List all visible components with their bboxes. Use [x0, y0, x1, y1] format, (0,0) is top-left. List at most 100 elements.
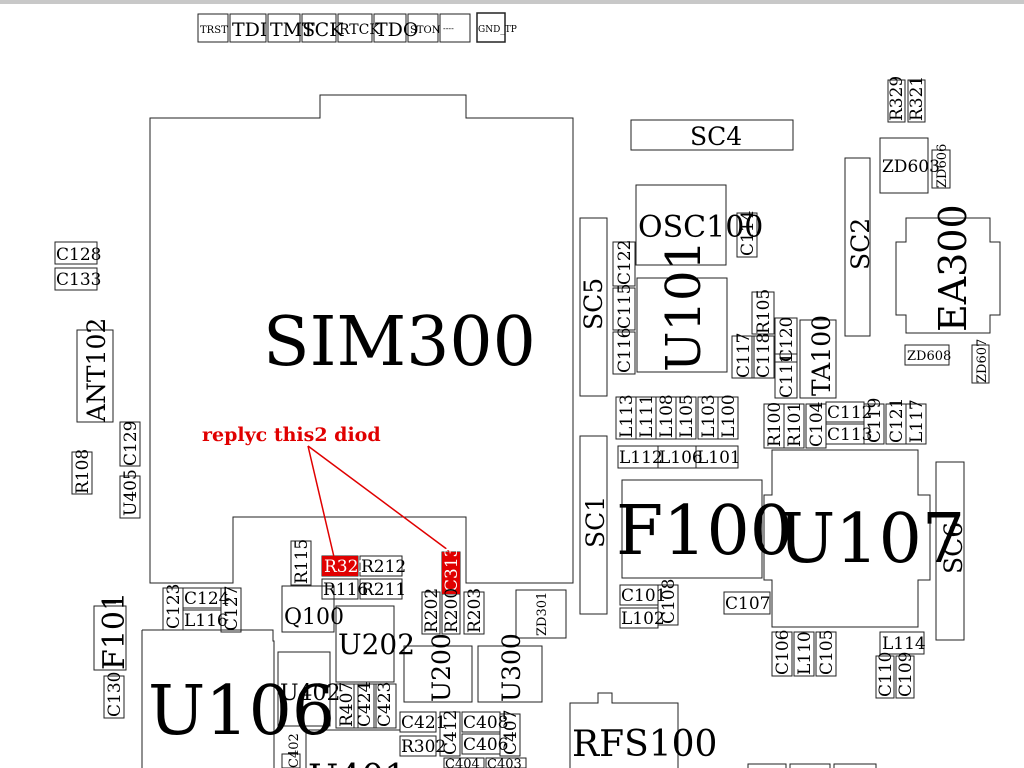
c129-label: C129 [121, 421, 141, 466]
r100-label: R100 [765, 402, 785, 447]
c117-label: C117 [734, 333, 754, 378]
c403-label: C403 [487, 757, 522, 768]
r329-label: R329 [887, 76, 907, 121]
zd607-box [971, 344, 990, 384]
c313-highlight [442, 552, 460, 594]
jtag-pads [197, 12, 506, 43]
r322-label: R322 [324, 557, 369, 577]
u107-label: U107 [778, 500, 965, 579]
r302-label: R302 [401, 737, 446, 757]
f101-outline [93, 602, 127, 671]
c424-label: C424 [355, 682, 375, 727]
r212-label: R212 [361, 557, 406, 577]
u101-label: U101 [656, 240, 712, 372]
rfs100-outline [569, 692, 679, 768]
ea300-label: EA300 [931, 204, 975, 332]
u300-label: U300 [497, 633, 526, 702]
jtag-unlabeled: ---- [443, 24, 454, 33]
c129-box [119, 421, 141, 467]
c114-label: C114 [738, 211, 758, 256]
l103-label: L103 [699, 394, 719, 438]
sc1-label: SC1 [581, 496, 610, 548]
ant102-box [76, 329, 114, 423]
r322-highlight [322, 556, 358, 576]
c128-box [54, 241, 98, 265]
r321-label: R321 [907, 76, 927, 121]
c122-label: C122 [615, 240, 635, 285]
l102-label: L102 [621, 609, 665, 629]
jtag-trst: TRST [200, 25, 228, 36]
l106-label: L106 [659, 448, 703, 468]
jtag-ston: STON [410, 25, 441, 36]
r321-box [907, 79, 926, 123]
c133-box [54, 267, 98, 291]
c412-label: C412 [441, 710, 461, 755]
zd603-box [879, 137, 929, 194]
u107-outline [763, 449, 931, 628]
l113-label: L113 [617, 394, 637, 438]
zd608-label: ZD608 [907, 349, 951, 364]
f100-box [621, 479, 763, 579]
u402-label: U402 [280, 681, 341, 706]
part-labels: C128 C133 C129 R108 C122 C115 C116 C114 … [56, 211, 927, 768]
c106-label: C106 [773, 630, 793, 675]
jtag-tms: TMS [270, 19, 315, 41]
c123-label: C123 [164, 584, 184, 629]
l116-label: L116 [184, 611, 228, 631]
u405-label: U405 [121, 469, 141, 516]
r101-label: R101 [785, 402, 805, 447]
l111-label: L111 [637, 394, 657, 438]
sc5-box [579, 217, 608, 397]
sc4-label: SC4 [690, 122, 742, 151]
sc1-box [579, 435, 608, 615]
c130-label: C130 [105, 672, 125, 717]
u401-label: U401 [308, 758, 407, 768]
r407-label: R407 [337, 682, 357, 727]
zd301-box [515, 589, 567, 639]
c112-label: C112 [827, 403, 872, 423]
sc2-box [844, 157, 871, 337]
r202-label: R202 [422, 588, 442, 633]
sim300-outline [149, 94, 574, 584]
window-top-border [0, 0, 1024, 4]
u202-box [335, 605, 395, 683]
u101-box [636, 277, 728, 373]
q100-label: Q100 [284, 605, 344, 630]
c119-label: C119 [865, 398, 885, 443]
ant102-label: ANT102 [82, 318, 111, 423]
r211-label: R211 [361, 580, 406, 600]
jtag-tck: TCK [302, 19, 344, 41]
annotation-arrow-left [307, 445, 335, 558]
l110-label: L110 [795, 631, 815, 675]
c104-label: C104 [807, 402, 827, 447]
c121-label: C121 [887, 398, 907, 443]
c406-label: C406 [463, 735, 508, 755]
u106-outline [141, 629, 275, 768]
sc2-label: SC2 [846, 218, 875, 270]
rfs100-label: RFS100 [572, 724, 717, 765]
u402-box [277, 651, 331, 727]
c109-label: C109 [896, 652, 916, 697]
annotation-arrow-right [307, 445, 453, 554]
c111-label: C111 [777, 353, 797, 398]
c402-label: C402 [287, 733, 302, 768]
zd301-label: ZD301 [535, 592, 550, 636]
zd606-label: ZD606 [935, 144, 950, 188]
ta100-box [799, 319, 837, 399]
r329-box [887, 79, 906, 123]
q100-box [281, 585, 335, 633]
l117-label: L117 [907, 399, 927, 443]
r105-label: R105 [754, 289, 774, 334]
c107-label: C107 [725, 594, 770, 614]
c101-label: C101 [621, 586, 666, 606]
sc5-label: SC5 [579, 278, 608, 330]
sim300-label: SIM300 [263, 303, 536, 382]
c110-label: C110 [876, 652, 896, 697]
l100-label: L100 [719, 394, 739, 438]
c108-label: C108 [659, 579, 679, 624]
c116-label: C116 [615, 328, 635, 373]
u300-box [477, 645, 543, 703]
u106-label: U106 [148, 672, 335, 751]
c313-label: C313 [442, 547, 462, 592]
c127-label: C127 [222, 586, 242, 631]
